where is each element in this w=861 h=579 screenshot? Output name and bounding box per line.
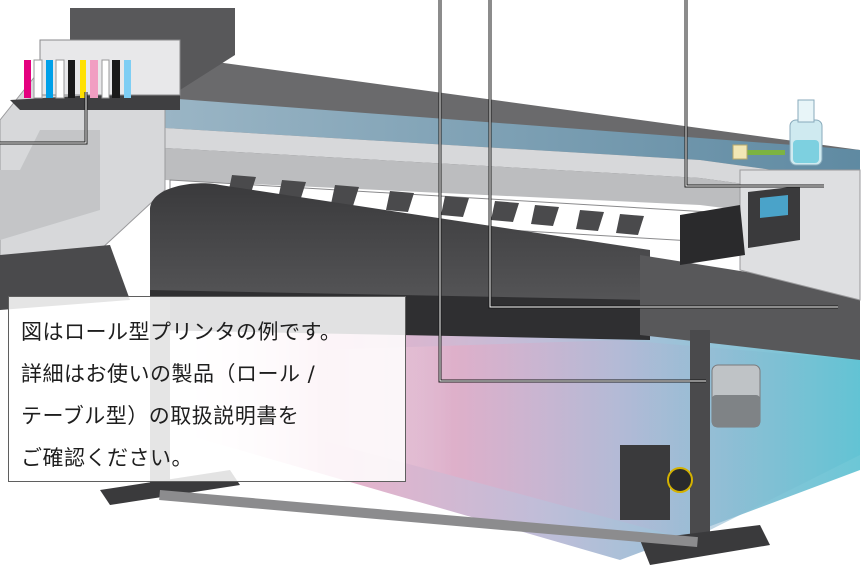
pinch-rollers — [228, 175, 644, 235]
take-up-unit — [620, 445, 693, 520]
cleaning-liquid-bottle-icon — [789, 99, 823, 166]
printer-body — [30, 55, 860, 246]
ink-cartridge-icon — [24, 59, 131, 99]
control-panel-icon — [748, 186, 800, 248]
note-line: 図はロール型プリンタの例です。 — [21, 320, 342, 344]
note-line: テーブル型）の取扱説明書を — [21, 404, 300, 428]
callout-lines-inner — [0, 0, 838, 381]
disclaimer-note: 図はロール型プリンタの例です。 詳細はお使いの製品（ロール / テーブル型）の取… — [8, 296, 406, 482]
cleaning-swab-icon — [732, 144, 785, 160]
waste-ink-tank-icon — [711, 364, 761, 428]
note-line: 詳細はお使いの製品（ロール / — [21, 362, 316, 386]
note-line: ご確認ください。 — [21, 446, 193, 470]
